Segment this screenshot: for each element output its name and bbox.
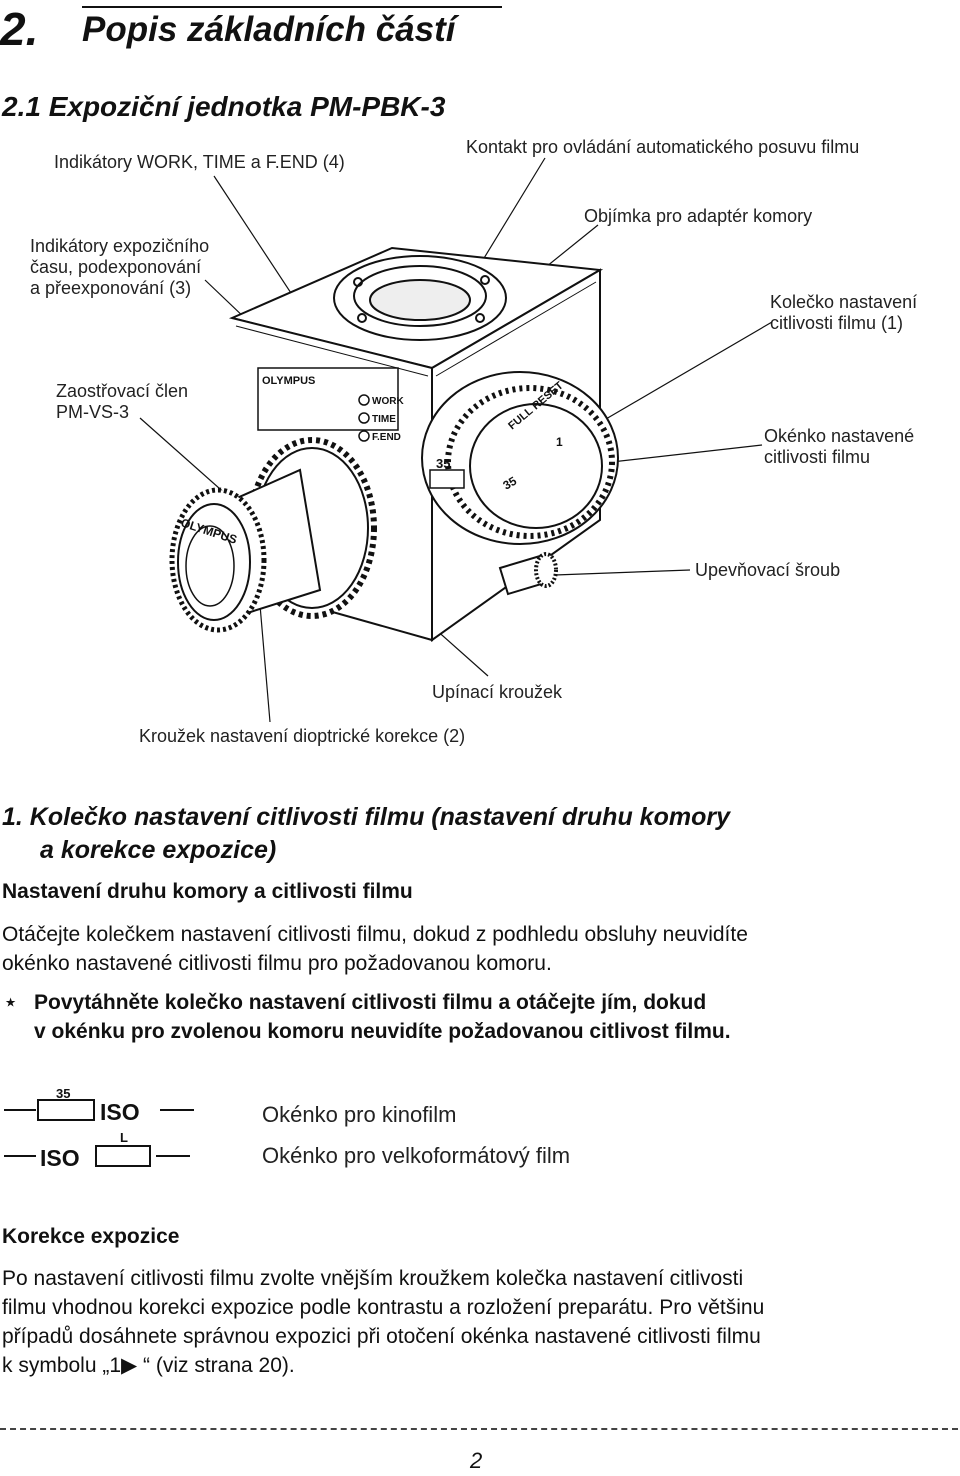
note-star-icon: ⋆ [4,991,18,1014]
label-clamp-screw: Upevňovací šroub [695,560,841,580]
svg-text:ISO: ISO [40,1145,80,1171]
label-diopter-ring: Kroužek nastavení dioptrické korekce (2) [139,726,466,746]
svg-text:35: 35 [436,456,450,471]
svg-text:F.END: F.END [372,432,401,443]
svg-text:ISO: ISO [100,1099,140,1125]
svg-text:35: 35 [56,1086,70,1101]
exposure-correction-paragraph: Po nastavení citlivosti filmu zvolte vně… [2,1267,765,1377]
svg-text:OLYMPUS: OLYMPUS [262,375,315,387]
label-contact: Kontakt pro ovládání automatického posuv… [466,137,860,157]
label-work-time-fend: Indikátory WORK, TIME a F.END (4) [54,152,345,172]
label-focusing-unit: Zaostřovací člen PM-VS-3 [56,381,189,422]
exposure-correction-heading: Korekce expozice [2,1225,180,1248]
label-exposure-indicators: Indikátory expozičního času, podexponová… [30,236,210,298]
exposure-unit-drawing: OLYMPUS WORK TIME F.END OLYMPUS FULL RES… [139,157,773,723]
cine-window-label: Okénko pro kinofilm [262,1102,457,1127]
svg-text:L: L [120,1130,128,1145]
svg-text:TIME: TIME [372,414,396,425]
item1-heading-line2: a korekce expozice) [40,836,277,864]
item1-subheading: Nastavení druhu komory a citlivosti film… [2,880,413,903]
large-format-window-label: Okénko pro velkoformátový film [262,1143,571,1168]
label-film-speed-dial: Kolečko nastavení citlivosti filmu (1) [770,292,918,333]
chapter-title: Popis základních částí [82,10,456,49]
item1-heading-line1: 1. Kolečko nastavení citlivosti filmu (n… [2,803,730,831]
item1-note: Povytáhněte kolečko nastavení citlivosti… [34,991,731,1043]
item1-paragraph: Otáčejte kolečkem nastavení citlivosti f… [2,923,748,975]
chapter-rule [82,6,502,8]
footer-rule [0,1428,958,1430]
label-clamp-ring: Upínací kroužek [432,682,563,702]
label-adapter-socket: Objímka pro adaptér komory [584,206,813,226]
film-windows-illustration: 35 ISO L ISO [4,1086,194,1171]
label-film-speed-window: Okénko nastavené citlivosti filmu [764,426,915,467]
section-title: 2.1 Expoziční jednotka PM-PBK-3 [2,91,446,122]
svg-text:WORK: WORK [372,396,404,407]
page-number: 2 [470,1448,483,1473]
svg-text:1: 1 [556,435,563,449]
svg-text:35: 35 [501,474,520,493]
chapter-number: 2. [0,3,39,55]
